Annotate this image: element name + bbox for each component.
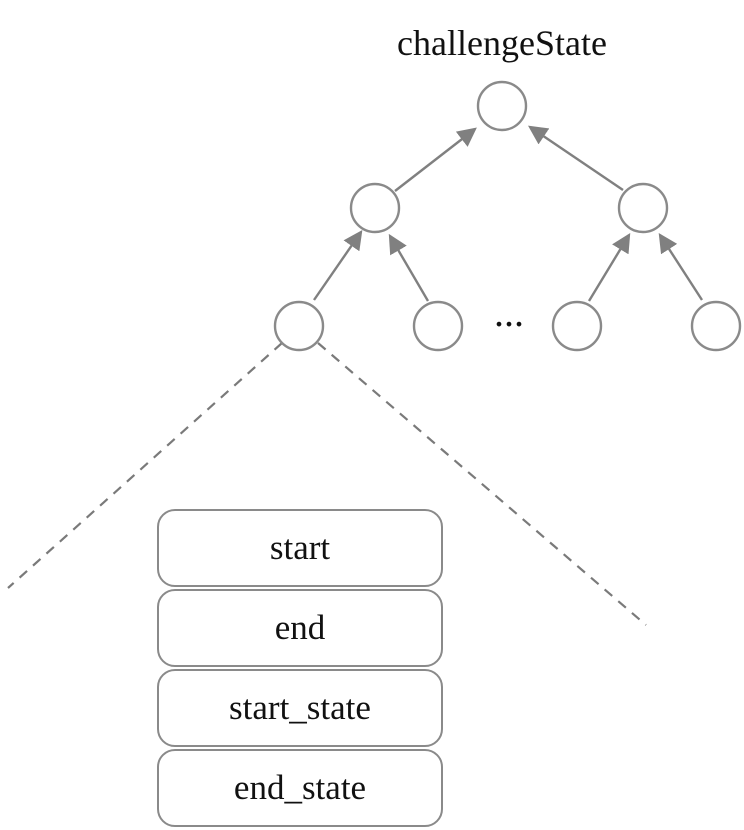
tree-node-leaf-3	[551, 300, 603, 352]
dashed-expansion-line-left	[7, 342, 283, 589]
root-node-label: challengeState	[397, 23, 607, 63]
edge-leaf3-to-right	[587, 232, 631, 302]
edge-leaf1-to-left	[313, 230, 363, 301]
dashed-expansion-line-right	[317, 342, 647, 626]
field-box-end: end	[157, 589, 443, 667]
tree-node-level1-right	[617, 182, 669, 234]
tree-node-leaf-1	[273, 300, 325, 352]
edge-leaf2-to-left	[388, 233, 430, 302]
field-box-start: start	[157, 509, 443, 587]
more-nodes-ellipsis: ...	[494, 290, 524, 335]
tree-node-leaf-2	[412, 300, 464, 352]
tree-node-level1-left	[349, 182, 401, 234]
field-box-start-state: start_state	[157, 669, 443, 747]
field-box-end-state: end_state	[157, 749, 443, 827]
edge-right-to-root	[528, 125, 624, 191]
tree-node-leaf-4	[690, 300, 742, 352]
edge-leaf4-to-right	[658, 232, 704, 301]
tree-node-root	[476, 80, 528, 132]
edge-left-to-root	[394, 127, 477, 192]
